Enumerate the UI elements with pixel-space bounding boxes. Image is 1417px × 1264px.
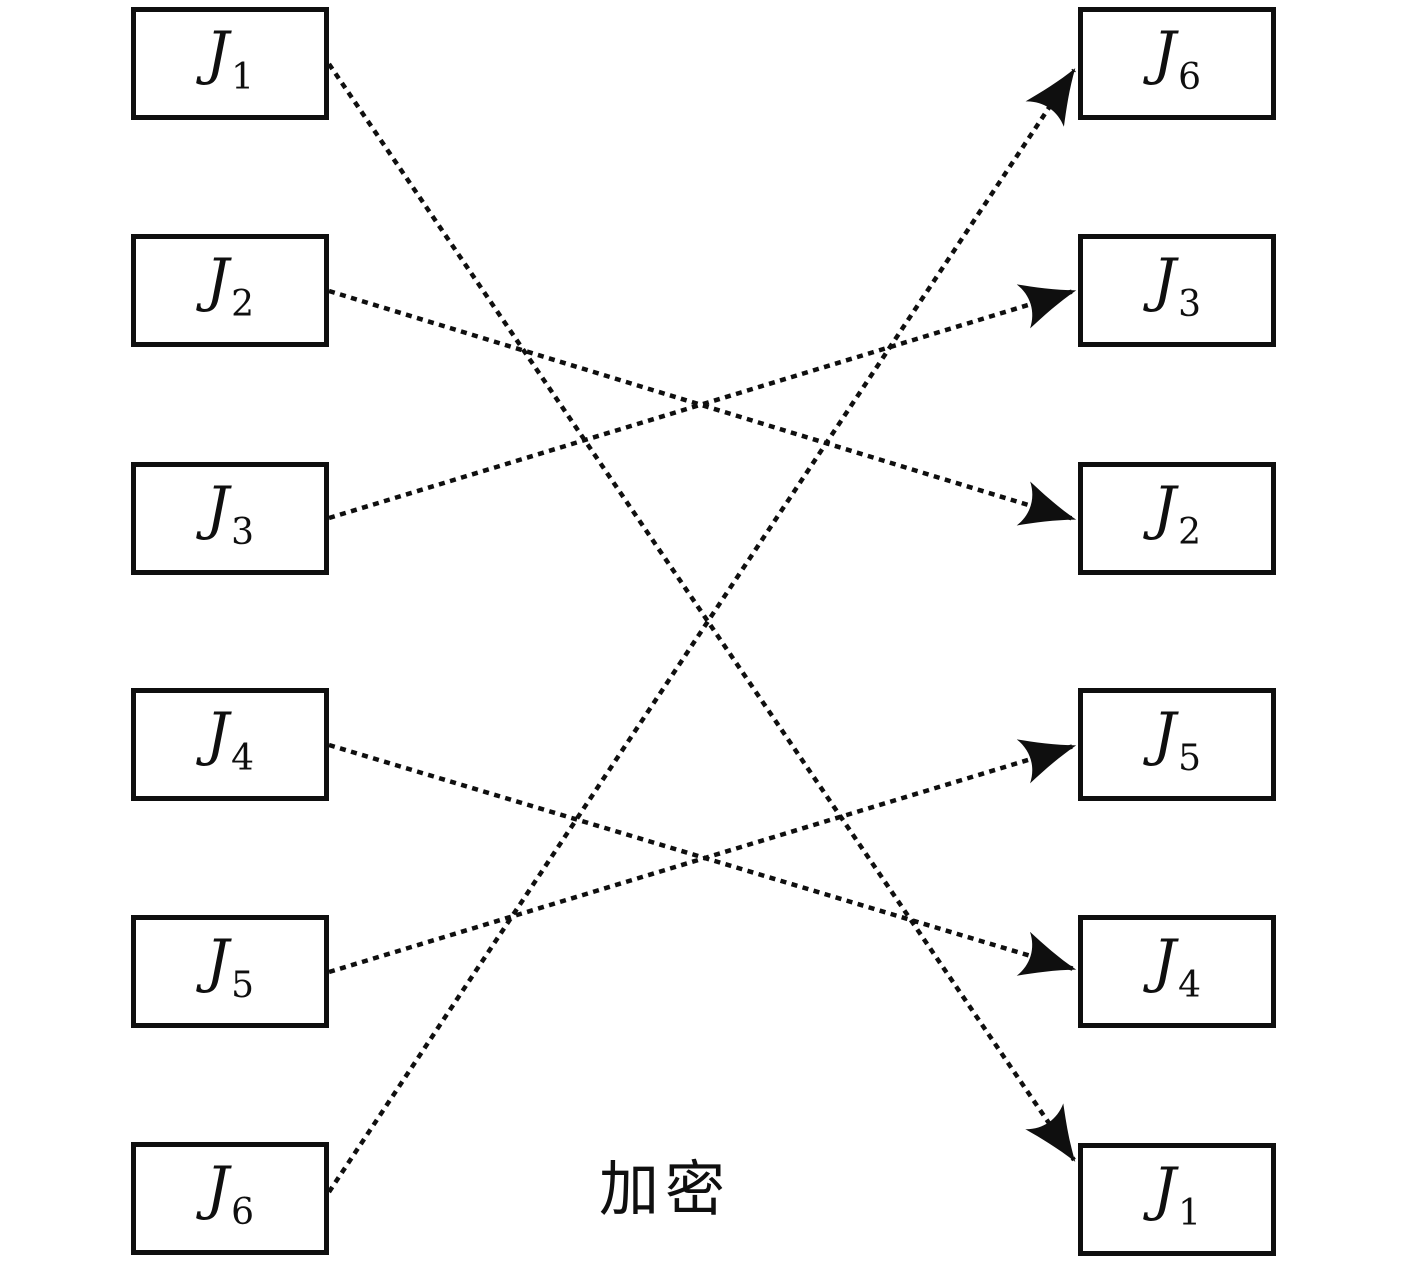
node-box-right-J5: J5 [1078,688,1276,801]
node-label: J1 [1152,1154,1202,1234]
node-box-right-J4: J4 [1078,915,1276,1028]
node-box-left-J1: J1 [131,7,329,120]
node-label: J6 [1152,18,1202,98]
node-label: J1 [205,18,255,98]
node-label: J3 [205,473,255,553]
encryption-caption: 加密 [599,1155,731,1225]
node-box-right-J1: J1 [1078,1143,1276,1256]
node-label: J2 [205,245,255,325]
node-label: J5 [1152,699,1202,779]
node-label: J5 [205,926,255,1006]
node-box-left-J4: J4 [131,688,329,801]
node-label: J2 [1152,473,1202,553]
node-box-right-J6: J6 [1078,7,1276,120]
arrow-J4-to-J4 [328,742,1077,976]
node-label: J6 [205,1153,255,1233]
node-label: J4 [205,699,255,779]
node-box-left-J6: J6 [131,1142,329,1255]
arrow-J5-to-J5 [328,739,1077,975]
node-box-right-J3: J3 [1078,234,1276,347]
node-box-right-J2: J2 [1078,462,1276,575]
arrow-J3-to-J3 [328,284,1077,521]
node-box-left-J3: J3 [131,462,329,575]
node-box-left-J5: J5 [131,915,329,1028]
node-box-left-J2: J2 [131,234,329,347]
arrow-J1-to-J1 [327,62,1076,1162]
node-label: J4 [1152,926,1202,1006]
arrow-J2-to-J2 [328,288,1077,526]
arrow-J6-to-J6 [327,68,1076,1194]
node-label: J3 [1152,245,1202,325]
